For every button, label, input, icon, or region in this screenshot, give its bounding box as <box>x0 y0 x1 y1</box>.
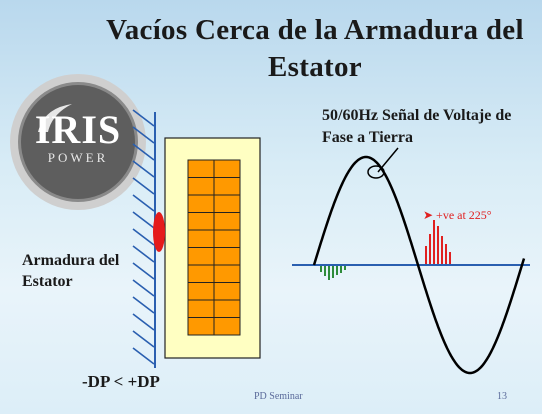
voltage-sine-wave <box>312 155 526 375</box>
slide-title: Vacíos Cerca de la Armadura del Estator <box>106 14 524 83</box>
logo-main-text: IRIS <box>34 107 122 152</box>
negative-pd-pulses <box>320 266 346 280</box>
hatch-line <box>132 109 155 127</box>
stator-label: Armadura del Estator <box>22 252 120 290</box>
conductor-bar <box>187 247 215 266</box>
logo: IRIS POWER <box>8 72 148 212</box>
hatch-line <box>132 245 155 263</box>
hatch-line <box>132 330 155 348</box>
conductor-bar <box>187 299 215 318</box>
hatch-line <box>132 279 155 297</box>
conductor-bar <box>213 212 241 231</box>
signal-label: 50/60Hz Señal de Voltaje de Fase a Tierr… <box>322 107 512 146</box>
positive-pd-pulses <box>425 220 451 264</box>
conductor-bar <box>187 212 215 231</box>
positive-pd-label: ➤ +ve at 225° <box>423 208 492 222</box>
conductor-bar <box>213 247 241 266</box>
conductor-bar <box>213 194 241 213</box>
page-number: 13 <box>497 391 507 402</box>
conductor-bar <box>213 159 241 178</box>
hatch-line <box>132 296 155 314</box>
hatch-line <box>132 313 155 331</box>
dp-relation-label: -DP < +DP <box>82 372 160 391</box>
iris-power-logo <box>10 74 146 210</box>
conductor-bars <box>187 159 241 336</box>
conductor-bar <box>213 177 241 196</box>
conductor-bar <box>187 194 215 213</box>
conductor-bar <box>187 264 215 283</box>
conductor-bar <box>213 264 241 283</box>
hatch-line <box>132 228 155 246</box>
hatch-line <box>132 194 155 212</box>
conductor-bar <box>213 317 241 336</box>
hatch-line <box>132 347 155 365</box>
hatch-line <box>132 160 155 178</box>
void-marker <box>153 212 165 252</box>
conductor-bar <box>187 317 215 336</box>
conductor-bar <box>187 229 215 248</box>
hatch-line <box>132 211 155 229</box>
conductor-bar <box>213 282 241 301</box>
hatch-line <box>132 143 155 161</box>
conductor-bar <box>187 282 215 301</box>
hatch-line <box>132 262 155 280</box>
signal-pointer-line <box>377 147 399 173</box>
stator-hatching <box>132 109 155 365</box>
hatch-line <box>132 126 155 144</box>
footer-title: PD Seminar <box>254 391 303 402</box>
logo-sub-text: POWER <box>47 150 109 165</box>
conductor-bar <box>187 159 215 178</box>
conductor-bar <box>187 177 215 196</box>
signal-pointer-circle <box>367 165 385 179</box>
hatch-line <box>132 177 155 195</box>
conductor-bar <box>213 229 241 248</box>
conductor-bar <box>213 299 241 318</box>
